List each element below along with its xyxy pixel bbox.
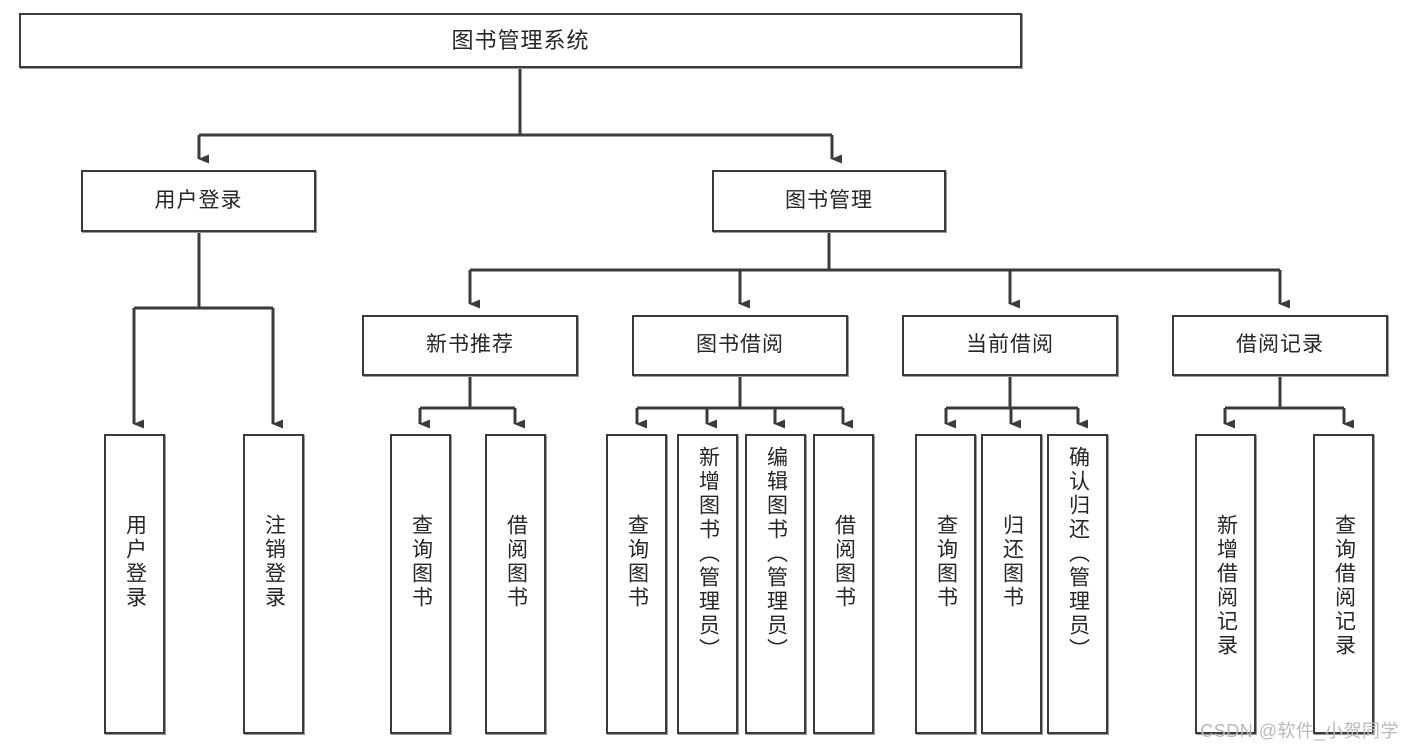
leaf-add-borrow-record[interactable]: 新增借阅记录 [1195,434,1256,734]
leaf-edit-book-admin[interactable]: 编辑图书（管理员） [745,434,806,734]
node-label: 图书管理系统 [451,27,590,53]
node-label: 用户登录 [123,514,147,610]
node-label: 注销登录 [262,514,286,610]
leaf-search-borrow-record[interactable]: 查询借阅记录 [1313,434,1374,734]
node-book-management[interactable]: 图书管理 [712,170,946,232]
node-label: 图书借阅 [696,333,784,357]
node-borrow-records[interactable]: 借阅记录 [1172,315,1388,376]
node-book-borrow[interactable]: 图书借阅 [632,315,848,376]
node-root-library-system[interactable]: 图书管理系统 [19,13,1022,68]
node-label: 查询借阅记录 [1332,514,1356,658]
leaf-confirm-return-admin[interactable]: 确认归还（管理员） [1047,434,1108,734]
node-label: 当前借阅 [966,333,1054,357]
leaf-borrow-book[interactable]: 借阅图书 [813,434,874,734]
watermark: CSDN @软件_小贺同学 [1200,721,1399,741]
leaf-add-book-admin[interactable]: 新增图书（管理员） [677,434,738,734]
node-label: 查询图书 [625,514,649,610]
node-label: 归还图书 [1000,514,1024,610]
node-label: 用户登录 [154,188,243,212]
node-label: 编辑图书（管理员） [764,446,788,662]
leaf-return-book[interactable]: 归还图书 [981,434,1042,734]
node-current-borrow[interactable]: 当前借阅 [902,315,1118,376]
node-label: 借阅记录 [1236,333,1324,357]
leaf-borrow-book-recommend[interactable]: 借阅图书 [485,434,546,734]
node-label: 借阅图书 [504,514,528,610]
leaf-search-book-recommend[interactable]: 查询图书 [390,434,451,734]
node-label: 新增借阅记录 [1214,514,1238,658]
node-label: 确认归还（管理员） [1066,446,1090,662]
node-new-book-recommend[interactable]: 新书推荐 [362,315,578,376]
leaf-search-book-current[interactable]: 查询图书 [915,434,976,734]
node-label: 新书推荐 [426,333,514,357]
leaf-user-logout[interactable]: 注销登录 [243,434,304,734]
node-user-login[interactable]: 用户登录 [81,170,316,232]
leaf-user-login[interactable]: 用户登录 [104,434,165,734]
node-label: 图书管理 [785,188,873,212]
node-label: 借阅图书 [832,514,856,610]
node-label: 查询图书 [409,514,433,610]
node-label: 查询图书 [934,514,958,610]
leaf-search-book-borrow[interactable]: 查询图书 [606,434,667,734]
node-label: 新增图书（管理员） [696,446,720,662]
